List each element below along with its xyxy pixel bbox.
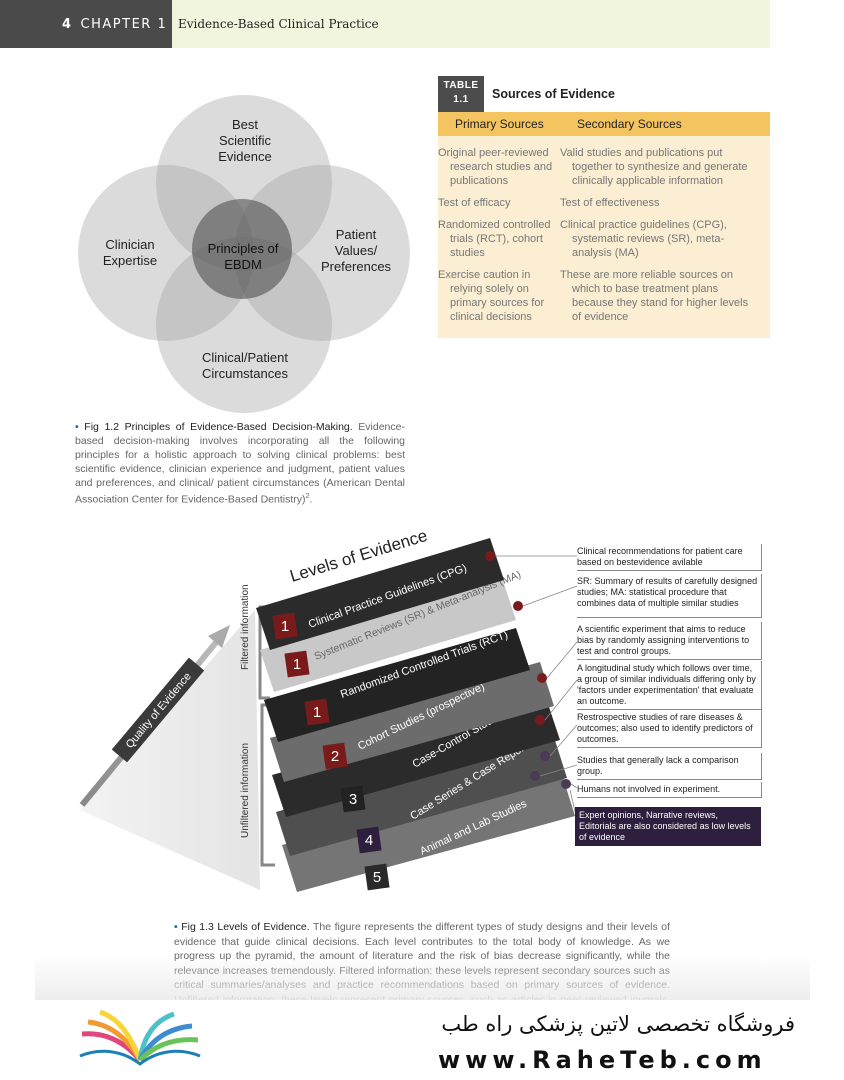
column-header-secondary: Secondary Sources bbox=[577, 117, 682, 131]
quality-arrow-head bbox=[208, 625, 230, 648]
venn-label-evidence: Best Scientific Evidence bbox=[218, 117, 272, 164]
leader-lines bbox=[495, 555, 578, 821]
fig12-title: Principles of Evidence-Based Decision-Ma… bbox=[124, 421, 353, 433]
note-case-control: Restrospective studies of rare diseases … bbox=[577, 710, 762, 748]
sources-table: TABLE 1.1 Sources of Evidence Primary So… bbox=[438, 76, 770, 338]
watermark-persian: فروشگاه تخصصی لاتین پزشکی راه طب bbox=[441, 1012, 795, 1036]
page-number: 4 bbox=[62, 16, 73, 32]
table-row: Test of efficacy Test of effectiveness bbox=[438, 197, 660, 209]
fig12-text: Evidence-based decision-making involves … bbox=[75, 421, 405, 506]
note-animal: Humans not involved in experiment. bbox=[577, 782, 762, 798]
unfiltered-label: Unfiltered information bbox=[240, 743, 251, 838]
chapter-title: Evidence-Based Clinical Practice bbox=[172, 0, 770, 48]
filtered-label: Filtered information bbox=[240, 584, 251, 670]
watermark-url: www.RaheTeb.com bbox=[438, 1046, 767, 1074]
level-badge: 4 bbox=[365, 832, 373, 849]
table-badge: TABLE 1.1 bbox=[438, 76, 484, 112]
bullet-icon: • bbox=[174, 921, 178, 933]
book-logo-icon bbox=[79, 1010, 201, 1066]
note-cpg: Clinical recommendations for patient car… bbox=[577, 544, 762, 571]
level-badge: 1 bbox=[281, 618, 289, 635]
fig12-label: Fig 1.2 bbox=[84, 421, 120, 433]
chapter-label: CHAPTER 1 bbox=[80, 16, 168, 32]
quality-label-box bbox=[111, 657, 205, 763]
table-title: Sources of Evidence bbox=[492, 87, 615, 101]
level-5-slab: 5 Animal and Lab Studies bbox=[282, 768, 575, 892]
quality-wedge bbox=[80, 610, 260, 890]
venn-label-center: Principles of EBDM bbox=[207, 241, 279, 272]
venn-label-circumstances: Clinical/Patient Circumstances bbox=[202, 350, 288, 381]
level-badge: 5 bbox=[373, 869, 381, 886]
level-badge: 1 bbox=[293, 656, 301, 673]
note-rct: A scientific experiment that aims to red… bbox=[577, 622, 762, 660]
note-expert: Expert opinions, Narrative reviews, Edit… bbox=[575, 807, 761, 846]
column-header-primary: Primary Sources bbox=[455, 117, 544, 131]
table-row: Exercise caution in relying solely on pr… bbox=[438, 269, 749, 323]
fig12-ref: 2 bbox=[305, 493, 310, 500]
table-row: Randomized controlled trials (RCT), coho… bbox=[438, 219, 727, 259]
note-case-series: Studies that generally lack a comparison… bbox=[577, 753, 762, 780]
fig12-caption: • Fig 1.2 Principles of Evidence-Based D… bbox=[75, 421, 405, 506]
venn-diagram: Best Scientific Evidence Clinician Exper… bbox=[70, 95, 410, 415]
table-row: Original peer-reviewed research studies … bbox=[438, 147, 748, 187]
fig13-title: Levels of Evidence. bbox=[217, 921, 310, 933]
bullet-icon: • bbox=[75, 421, 79, 433]
venn-label-patient: Patient Values/ Preferences bbox=[320, 227, 392, 274]
note-cohort: A longitudinal study which follows over … bbox=[577, 661, 762, 710]
unfiltered-bracket bbox=[260, 703, 275, 867]
venn-center-circle bbox=[192, 199, 292, 299]
note-sr: SR: Summary of results of carefully desi… bbox=[577, 574, 762, 618]
chapter-header: 4 CHAPTER 1 bbox=[0, 0, 172, 48]
fig13-label: Fig 1.3 bbox=[181, 921, 214, 933]
table-number: 1.1 bbox=[453, 94, 469, 105]
venn-label-clinician: Clinician Expertise bbox=[102, 237, 158, 268]
level-badge: 3 bbox=[349, 791, 357, 808]
page-fade bbox=[35, 955, 810, 1000]
level-badge: 1 bbox=[313, 704, 321, 721]
level-badge: 2 bbox=[331, 748, 339, 765]
levels-of-evidence-figure: Quality of Evidence Filtered information… bbox=[70, 520, 780, 915]
